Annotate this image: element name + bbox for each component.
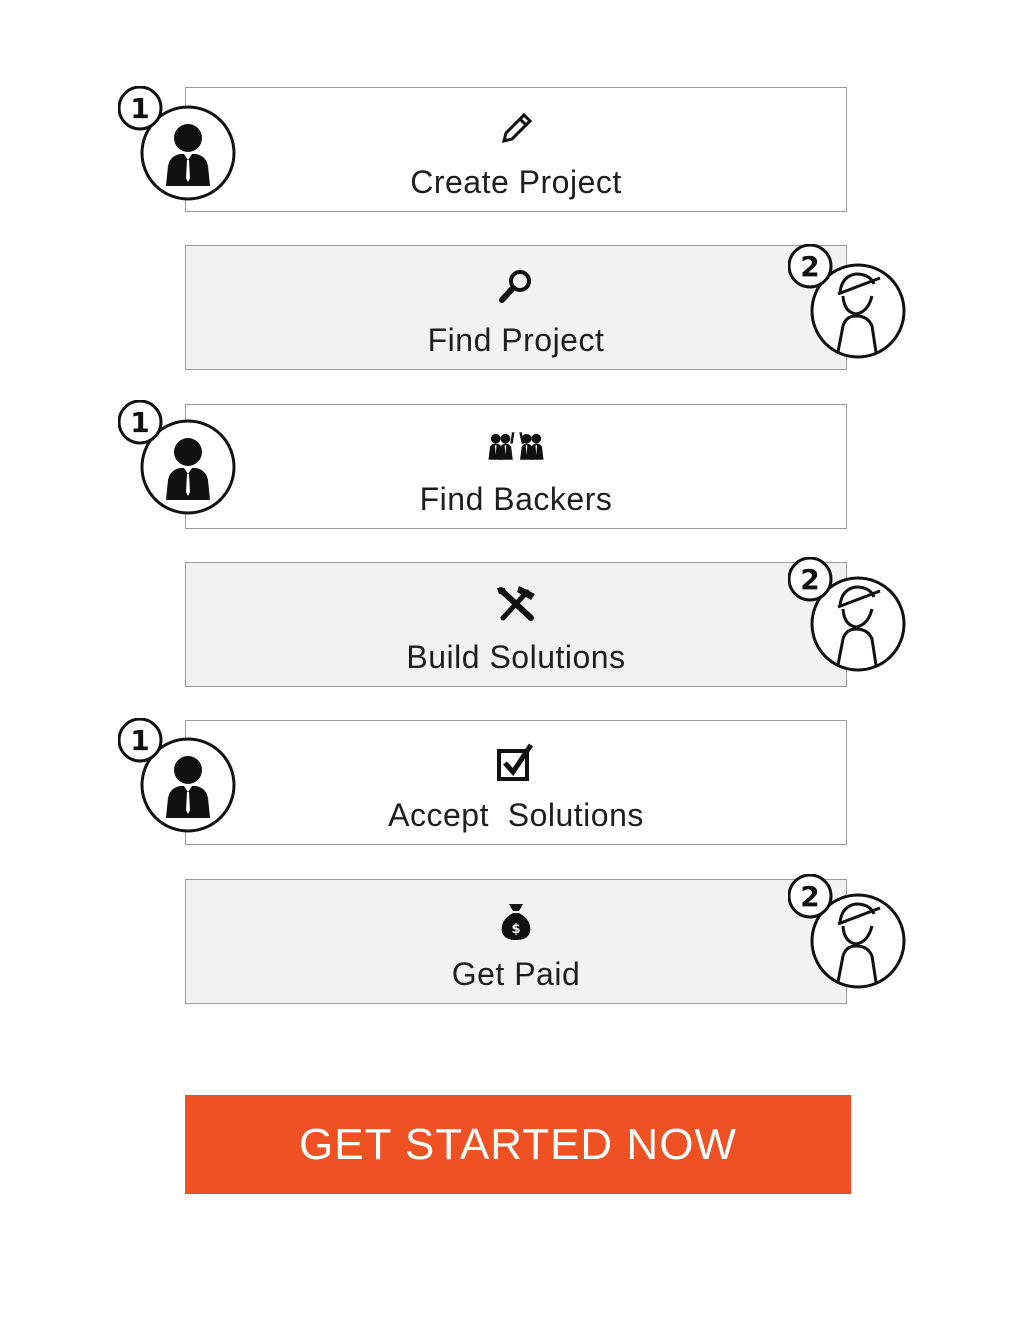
checkbox-icon xyxy=(486,741,546,783)
step-label: Find Project xyxy=(427,322,605,358)
step-find-project[interactable]: Find Project xyxy=(185,245,847,370)
magnifier-icon xyxy=(486,266,546,308)
svg-text:$: $ xyxy=(511,922,520,937)
businessman-avatar xyxy=(118,718,248,848)
get-started-button[interactable]: GET STARTED NOW xyxy=(185,1095,851,1194)
pencil-icon xyxy=(486,108,546,150)
step-label: Build Solutions xyxy=(406,639,626,675)
worker-avatar xyxy=(788,557,918,687)
money-bag-icon: $ xyxy=(486,900,546,942)
step-build-solutions[interactable]: Build Solutions xyxy=(185,562,847,687)
step-label: Get Paid xyxy=(451,956,581,992)
businessman-avatar xyxy=(118,86,248,216)
step-create-project[interactable]: Create Project xyxy=(185,87,847,212)
step-get-paid[interactable]: $ Get Paid xyxy=(185,879,847,1004)
step-accept-solutions[interactable]: Accept Solutions xyxy=(185,720,847,845)
backers-icon xyxy=(486,425,546,467)
step-label: Find Backers xyxy=(419,481,613,517)
worker-avatar xyxy=(788,874,918,1004)
step-find-backers[interactable]: Find Backers xyxy=(185,404,847,529)
step-label: Create Project xyxy=(410,164,622,200)
worker-avatar xyxy=(788,244,918,374)
step-label: Accept Solutions xyxy=(388,797,644,833)
businessman-avatar xyxy=(118,400,248,530)
tools-icon xyxy=(486,583,546,625)
